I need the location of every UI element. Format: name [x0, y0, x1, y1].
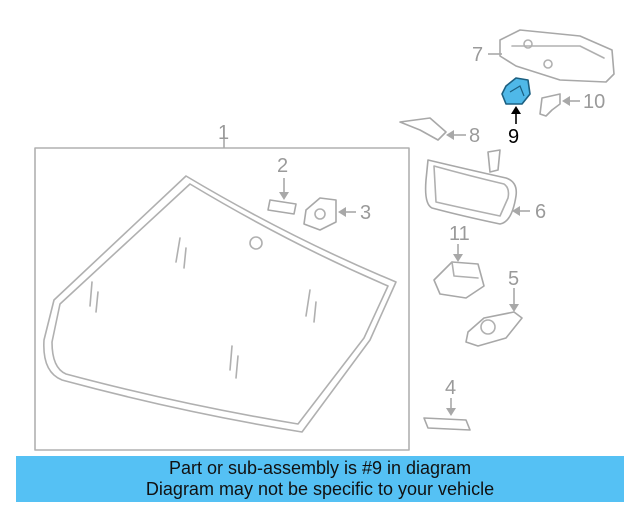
windshield-outer [43, 175, 397, 433]
callout-9: 9 [508, 126, 519, 148]
callout-8: 8 [469, 125, 480, 147]
part-10-cover[interactable]: 10 [539, 91, 605, 117]
part-6-mirror[interactable]: 6 [424, 149, 547, 225]
parts-diagram: 1 2 3 4 5 6 [34, 29, 615, 451]
part-1-windshield[interactable]: 1 [34, 122, 410, 451]
callout-4: 4 [445, 377, 456, 399]
windshield-sensor-dot [249, 236, 263, 250]
windshield-box [34, 147, 410, 451]
callout-5: 5 [508, 268, 519, 290]
callout-6: 6 [535, 201, 546, 223]
callout-10: 10 [583, 91, 605, 113]
callout-3: 3 [360, 202, 371, 224]
part-8-trim[interactable]: 8 [399, 117, 480, 147]
part-4-strip[interactable]: 4 [423, 377, 471, 431]
part-11-mount[interactable]: 11 [433, 223, 485, 299]
part-3-bracket[interactable]: 3 [303, 197, 371, 231]
banner-line-2: Diagram may not be specific to your vehi… [145, 479, 495, 499]
banner-line-1: Part or sub-assembly is #9 in diagram [168, 458, 472, 478]
info-banner: Part or sub-assembly is #9 in diagram Di… [16, 456, 624, 502]
callout-2: 2 [277, 155, 288, 177]
part-2-pad[interactable]: 2 [267, 155, 297, 215]
callout-1: 1 [218, 122, 229, 144]
part-7-console[interactable]: 7 [472, 29, 615, 83]
callout-7: 7 [472, 44, 483, 66]
windshield-inner [51, 183, 389, 425]
part-5-rain-sensor[interactable]: 5 [465, 268, 523, 347]
part-9-clip-highlighted[interactable]: 9 [501, 77, 531, 148]
callout-11: 11 [449, 223, 470, 245]
